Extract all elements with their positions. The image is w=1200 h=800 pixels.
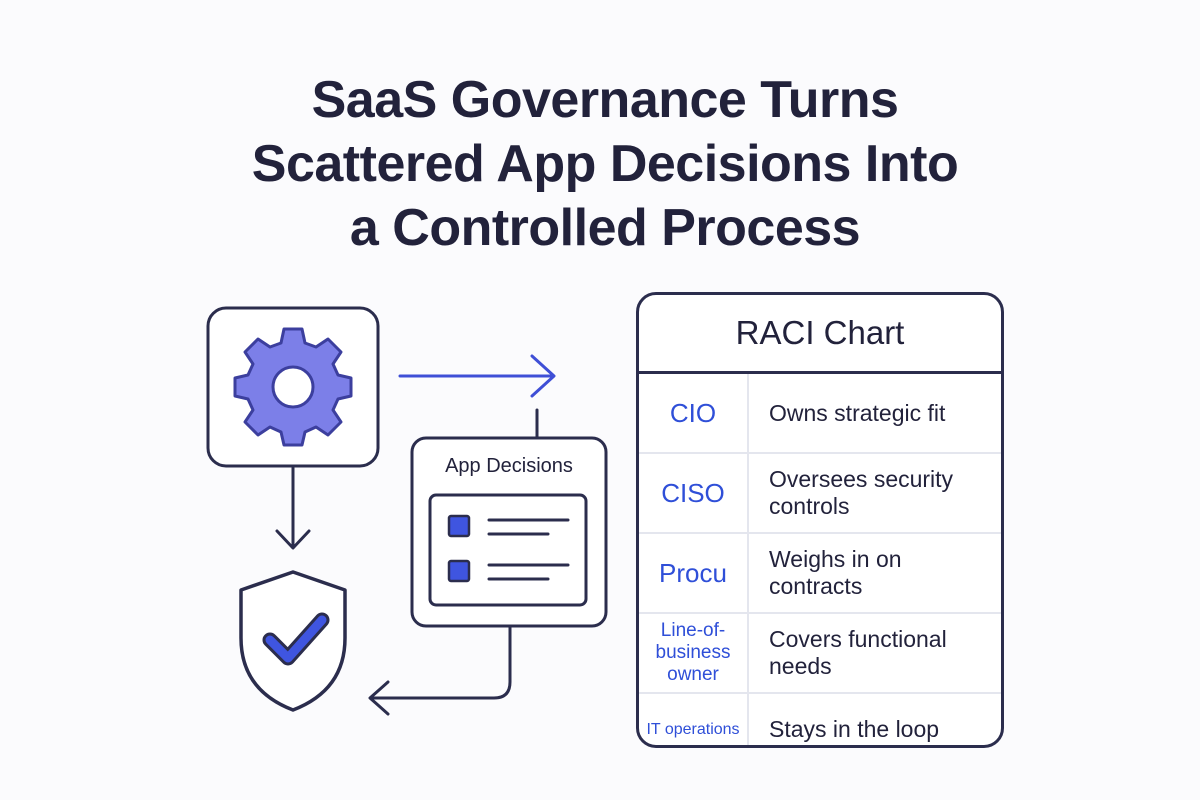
raci-description: Owns strategic fit [769,399,946,426]
gear-icon [233,327,353,447]
app-decisions-label: App Decisions [445,455,573,477]
raci-chart: RACI Chart CIO Owns strategic fit CISO O… [636,292,1004,748]
raci-description: Covers functional needs [769,626,947,679]
raci-row: Procu Weighs in on contracts [639,534,1001,614]
page-title: SaaS Governance Turns Scattered App Deci… [100,68,1110,260]
raci-role: Line-of-business owner [639,614,749,692]
raci-row: Line-of-business owner Covers functional… [639,614,1001,694]
raci-title: RACI Chart [639,295,1001,374]
title-line-2: Scattered App Decisions Into [251,135,959,193]
title-line-3: a Controlled Process [349,199,861,257]
title-line-1: SaaS Governance Turns [311,71,899,129]
arrow-right-icon [398,354,556,398]
raci-description: Stays in the loop [769,716,940,742]
raci-row: CIO Owns strategic fit [639,374,1001,454]
raci-role: CIO [639,374,749,452]
raci-role: Procu [639,534,749,612]
raci-role: CISO [639,454,749,532]
raci-role: IT operations [639,694,749,745]
shield-check-icon [239,570,347,712]
checklist-icon [428,493,588,607]
raci-row: CISO Oversees security controls [639,454,1001,534]
raci-description: Oversees security controls [769,466,954,519]
arrow-left-icon [368,625,512,716]
raci-description: Weighs in on contracts [769,546,902,599]
raci-row: IT operations Stays in the loop [639,694,1001,745]
arrow-down-icon [275,466,311,550]
